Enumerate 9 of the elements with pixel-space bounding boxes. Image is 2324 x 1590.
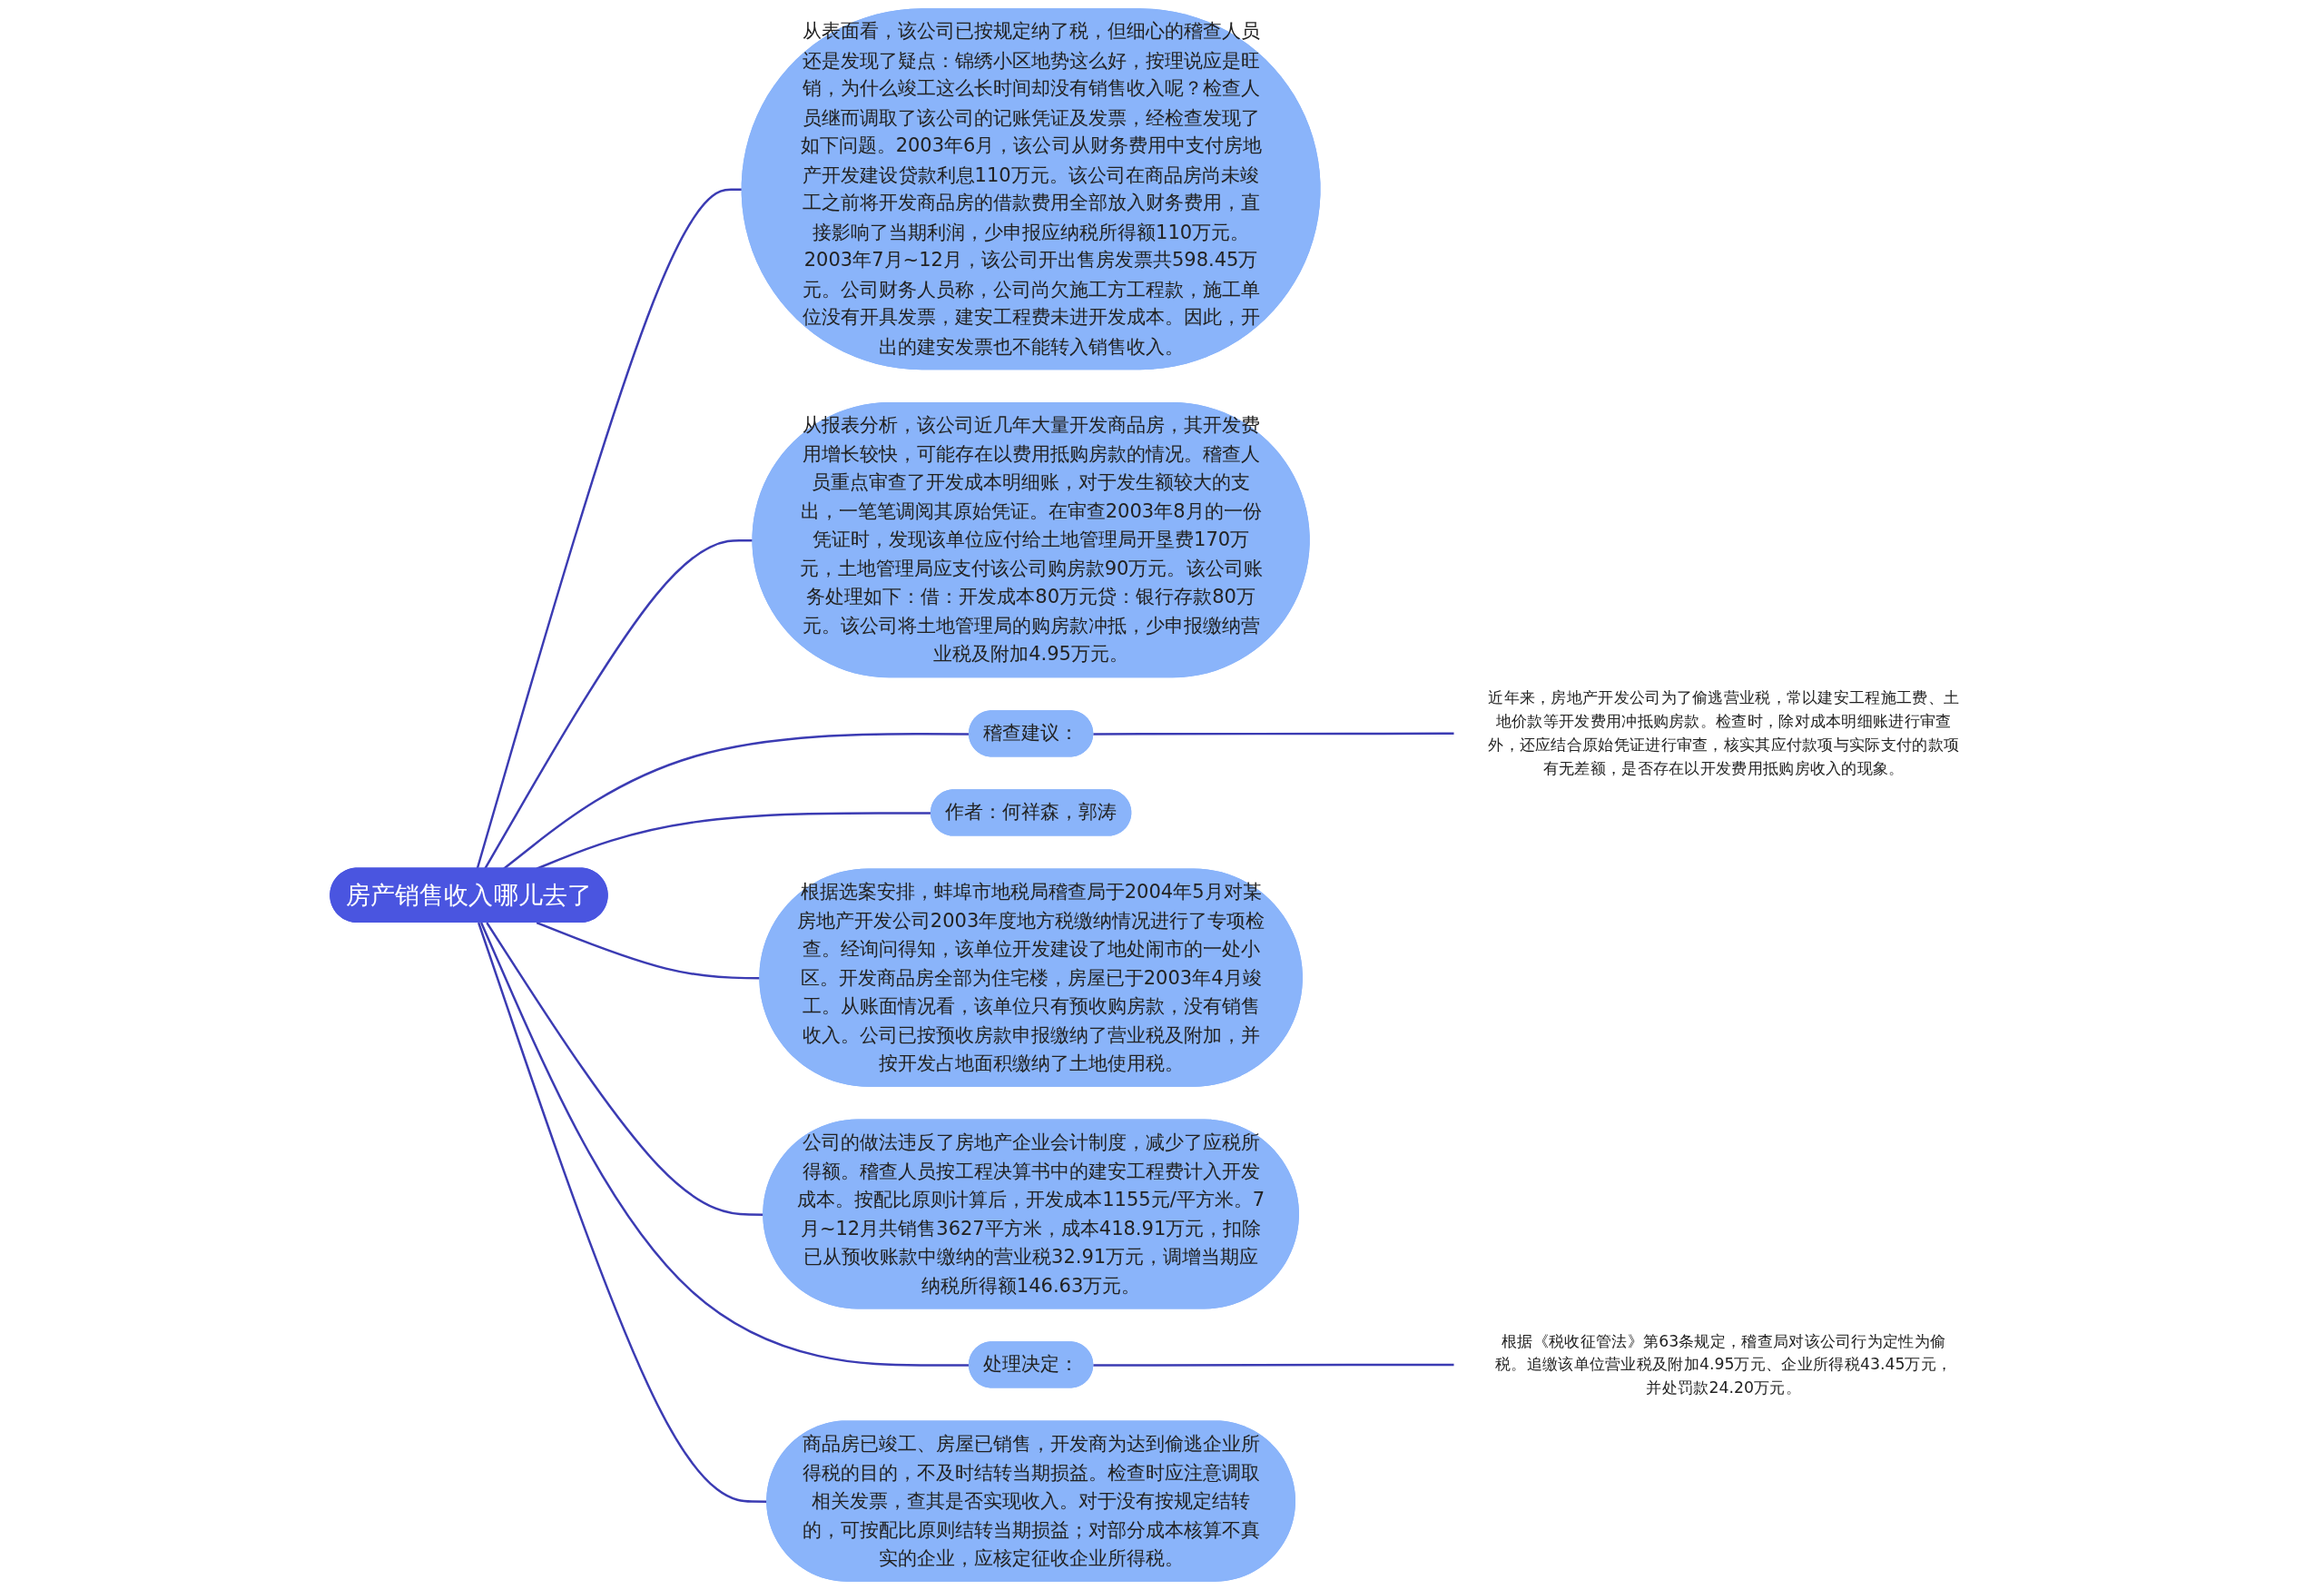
node-text: 根据《税收征管法》第63条规定，稽查局对该公司行为定性为偷税。追缴该单位营业税及附加4.95万元、企业所得税43.45万元，并处罚款24.20万元。 [1495,1331,1953,1397]
connector [486,922,764,1216]
connector [478,922,768,1503]
connector [537,812,932,870]
connector [1093,732,1455,736]
connector [480,922,970,1367]
connector [1093,1363,1455,1367]
node-text: 近年来，房地产开发公司为了偷逃营业税，常以建安工程施工费、土地价款等开发费用冲抵购房款。检查时，除对成本明细账进行审查外，还应结合原始凭证进行审查，核实其应付款项与实际支付的款项有无差额，是否存在以开发费用抵购房收入的现象。 [1488,688,1960,778]
connector [503,733,970,870]
